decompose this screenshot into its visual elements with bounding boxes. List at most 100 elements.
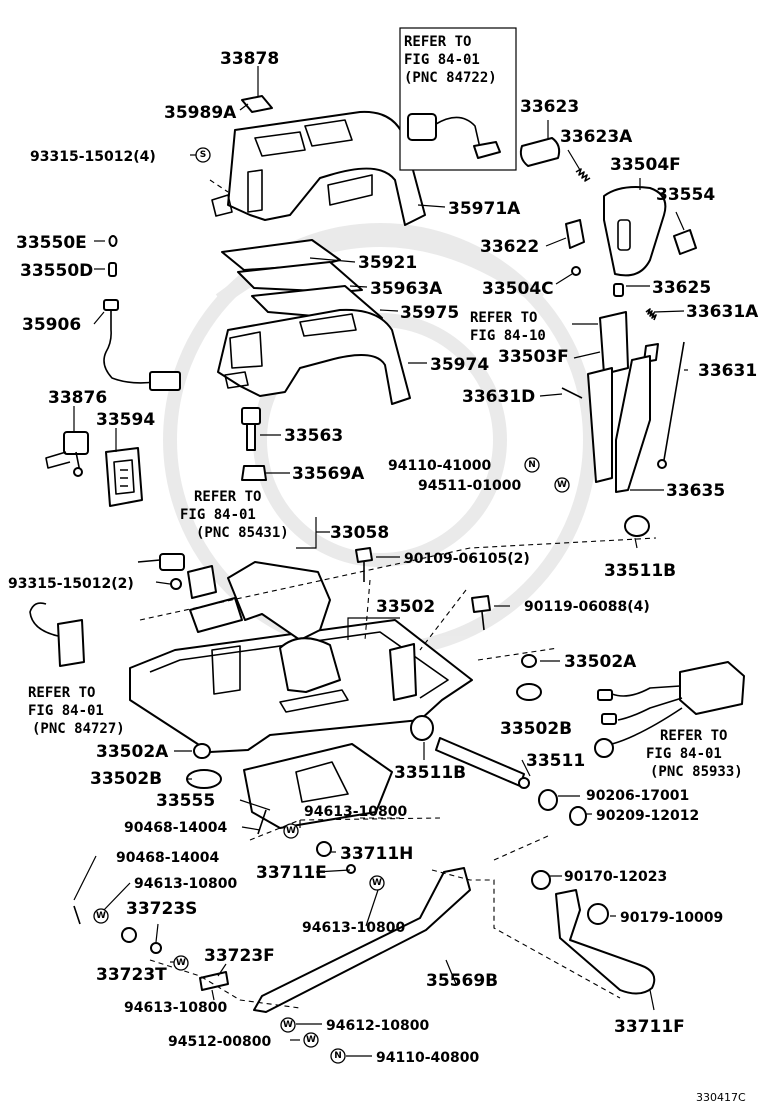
label-33631a: 33631A [686, 302, 759, 322]
label-35974: 35974 [430, 355, 489, 375]
label-35569b: 35569B [426, 971, 498, 991]
rod-sleeve-33635 [587, 355, 651, 493]
svg-text:FIG 84-10: FIG 84-10 [470, 328, 546, 344]
svg-text:FIG 84-01: FIG 84-01 [404, 52, 480, 68]
refer-note-84-10: REFER TO FIG 84-10 [470, 310, 546, 344]
label-94511-01000: 94511-01000 [418, 478, 521, 494]
refer-box-84722 [399, 27, 517, 171]
refer-note-84722: REFER TO FIG 84-01 (PNC 84722) [404, 34, 497, 86]
label-33502: 33502 [376, 597, 435, 617]
badge-w-94613-c: W [369, 875, 385, 891]
label-90468-14004-b: 90468-14004 [116, 850, 219, 866]
pin-33631d [561, 387, 583, 399]
label-94613-10800-c: 94613-10800 [302, 920, 405, 936]
label-33623a: 33623A [560, 127, 633, 147]
badge-w-94613-b: W [93, 908, 109, 924]
screw-33504c [571, 266, 581, 276]
label-90119-06088-4: 90119-06088(4) [524, 599, 650, 615]
label-35963a: 35963A [370, 279, 443, 299]
dial-housing-35974 [217, 308, 411, 405]
label-33631d: 33631D [462, 387, 535, 407]
svg-text:(PNC 84727): (PNC 84727) [32, 721, 125, 737]
figure-id: 330417C [696, 1091, 746, 1104]
svg-text:(PNC 85431): (PNC 85431) [196, 525, 289, 541]
refer-note-85933: REFER TO FIG 84-01 (PNC 85933) [646, 728, 743, 780]
svg-text:N: N [528, 460, 536, 470]
label-90206-17001: 90206-17001 [586, 788, 689, 804]
label-35906: 35906 [22, 315, 81, 335]
label-94110-41000: 94110-41000 [388, 458, 491, 474]
svg-text:W: W [96, 911, 106, 921]
label-33723f: 33723F [204, 946, 275, 966]
shift-lever-housing-35971a [211, 110, 426, 226]
label-33502b-left: 33502B [90, 769, 162, 789]
svg-text:(PNC 84722): (PNC 84722) [404, 70, 497, 86]
label-33563: 33563 [284, 426, 343, 446]
label-93315-15012-4: 93315-15012(4) [30, 149, 156, 165]
svg-text:W: W [306, 1035, 316, 1045]
refer-note-84727: REFER TO FIG 84-01 (PNC 84727) [28, 685, 125, 737]
badge-s-93315: S [195, 147, 211, 163]
spring-33623a [575, 168, 591, 182]
badge-w-94613-a: W [283, 823, 299, 839]
label-93315-15012-2: 93315-15012(2) [8, 576, 134, 592]
svg-text:W: W [283, 1020, 293, 1030]
badge-w-94512: W [303, 1032, 319, 1048]
label-94110-40800: 94110-40800 [376, 1050, 479, 1066]
svg-text:S: S [200, 150, 206, 160]
label-33711f: 33711F [614, 1017, 685, 1037]
label-90179-10009: 90179-10009 [620, 910, 723, 926]
label-33623: 33623 [520, 97, 579, 117]
label-33502b-right: 33502B [500, 719, 572, 739]
bushing-33511b-top [624, 515, 650, 537]
label-33504c: 33504C [482, 279, 554, 299]
leader-lines [73, 66, 688, 1057]
svg-text:REFER TO: REFER TO [28, 685, 95, 701]
svg-text:REFER TO: REFER TO [470, 310, 537, 326]
label-33723s: 33723S [126, 899, 197, 919]
spring-33631a [645, 308, 657, 321]
connector-85933 [594, 661, 745, 758]
knob-button-33623 [519, 137, 561, 167]
label-94613-10800-b: 94613-10800 [134, 876, 237, 892]
switch-assy-33058 [137, 553, 217, 599]
clip-33622 [565, 219, 585, 249]
label-33511b-top: 33511B [604, 561, 676, 581]
label-33511b-mid: 33511B [394, 763, 466, 783]
svg-text:W: W [176, 958, 186, 968]
shift-base-33502 [129, 561, 473, 753]
label-33622: 33622 [480, 237, 539, 257]
badge-n-94110-40800: N [330, 1048, 346, 1064]
label-33058: 33058 [330, 523, 389, 543]
svg-text:W: W [557, 480, 567, 490]
label-35971a: 35971A [448, 199, 521, 219]
label-33550e: 33550E [16, 233, 87, 253]
badge-w-94612: W [280, 1017, 296, 1033]
label-33625: 33625 [652, 278, 711, 298]
label-35975: 35975 [400, 303, 459, 323]
label-35921: 35921 [358, 253, 417, 273]
svg-text:REFER TO: REFER TO [404, 34, 471, 50]
label-33723t: 33723T [96, 965, 167, 985]
label-90170-12023: 90170-12023 [564, 869, 667, 885]
cover-33554 [673, 229, 697, 255]
pin-33625 [613, 283, 624, 297]
label-33569a: 33569A [292, 464, 365, 484]
label-90109-06105-2: 90109-06105(2) [404, 551, 530, 567]
linkage-35569b [121, 841, 471, 1013]
label-33504f: 33504F [610, 155, 681, 175]
cushion-33569a [241, 465, 267, 481]
label-33511: 33511 [526, 751, 585, 771]
knob-sub-33503f [599, 311, 629, 375]
svg-text:W: W [372, 878, 382, 888]
label-94612-10800: 94612-10800 [326, 1018, 429, 1034]
relation-lines [139, 179, 657, 1009]
label-33631: 33631 [698, 361, 757, 381]
bracket-33594 [105, 447, 143, 507]
bolts-90109-90119 [355, 547, 491, 631]
label-94613-10800-d: 94613-10800 [124, 1000, 227, 1016]
label-33502a-right: 33502A [564, 652, 637, 672]
label-33635: 33635 [666, 481, 725, 501]
